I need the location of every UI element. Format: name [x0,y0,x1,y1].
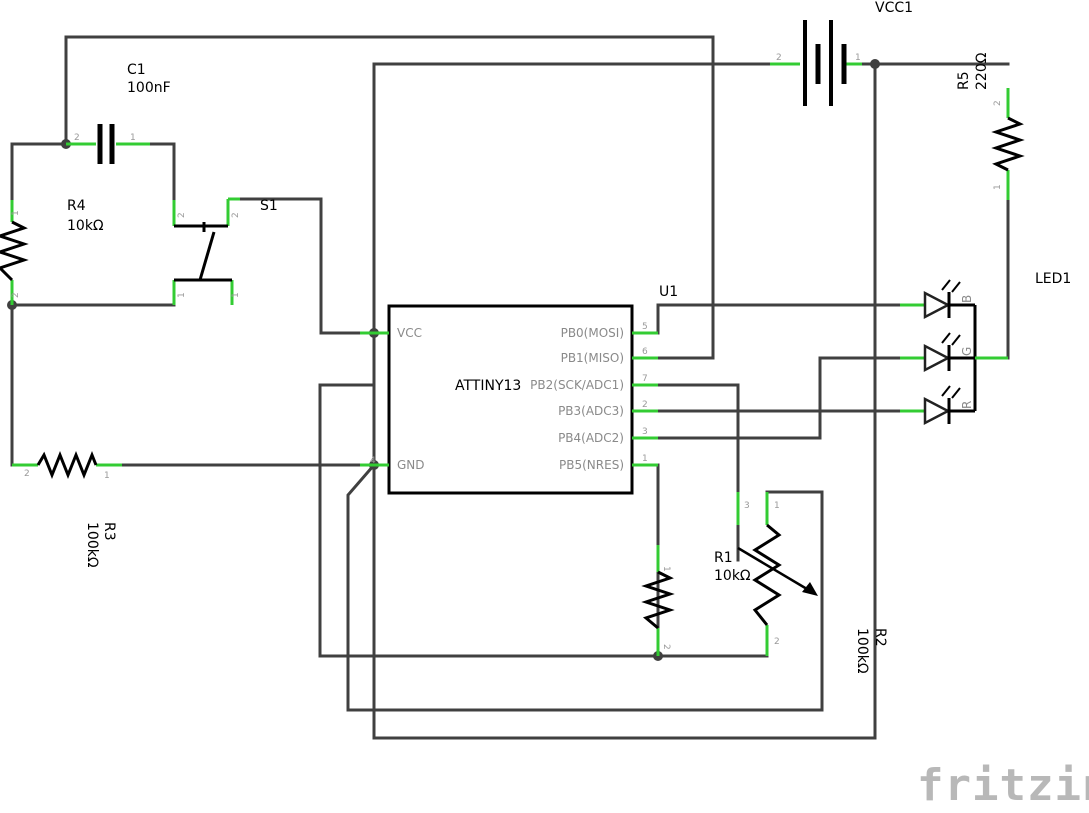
pin-number: 2 [177,212,187,218]
pin-pb1-label: PB1(MISO) [561,351,624,365]
pin-number: 4 [370,456,376,466]
pin-pb5-label: PB5(NRES) [559,458,624,472]
pin-number: 2 [74,133,80,143]
pin-gnd-label: GND [397,458,425,472]
r3-ref-label: R3 [101,522,117,541]
pin-number: 7 [642,374,648,384]
pin-number: 1 [130,133,136,143]
r1-value-label: 10kΩ [714,568,751,584]
pin-pb5[interactable]: PB5(NRES) 1 [559,454,658,472]
pin-number: 1 [11,210,21,216]
wire-gnd-pot [346,462,824,712]
wire-pb5-r2 [630,463,660,658]
u1-part-label: ATTINY13 [455,378,521,394]
resistor-r4[interactable]: 1 2 R4 10kΩ [0,198,104,305]
pin-pb2-label: PB2(SCK/ADC1) [530,378,624,392]
led-channel-b: B [900,279,975,320]
wire-pb0-ledb [630,303,927,335]
r5-ref-label: R5 [956,71,972,90]
fritzing-logo: fritzing [917,760,1089,811]
pin-pb3-label: PB3(ADC3) [558,404,624,418]
pin-number: 1 [177,292,187,298]
pin-number: 3 [642,427,648,437]
r5-value-label: 220Ω [974,52,990,90]
ic-u1[interactable]: U1 ATTINY13 VCC GND 4 PB0(MOSI) 5 PB1(MI… [360,284,678,495]
led-b-label: B [960,295,974,303]
junction-dot [870,59,880,69]
pin-number: 6 [642,347,648,357]
pin-pb2[interactable]: PB2(SCK/ADC1) 7 [530,374,658,392]
wire-s1-vcc [238,197,376,335]
vcc1-ref-label: VCC1 [875,0,913,16]
led-led1[interactable]: LED1 B G R [900,271,1071,426]
switch-s1[interactable]: 2 2 1 1 S1 [172,197,278,305]
pin-number: 2 [11,292,21,298]
pin-number: 1 [104,471,110,481]
led-channel-g: G [900,332,975,373]
led-g-label: G [960,347,974,356]
r4-ref-label: R4 [67,198,86,214]
pin-pb0[interactable]: PB0(MOSI) 5 [561,322,658,340]
pin-number: 1 [993,184,1003,190]
r4-value-label: 10kΩ [67,218,104,234]
resistor-r5[interactable]: 2 1 R5 220Ω [956,52,1025,200]
pin-number: 2 [774,637,780,647]
pin-number: 1 [231,292,241,298]
pin-number: 2 [993,100,1003,106]
resistor-r3[interactable]: 2 1 R3 100kΩ [12,450,122,568]
wire-c1-r4 [10,142,82,202]
wire-vcc-down [372,62,877,740]
led-channel-r: R [900,385,975,426]
wire-gnd-loop [318,383,769,658]
wire-pb4-ledg [630,356,927,440]
r2-ref-label: R2 [872,628,888,647]
potentiometer-r1[interactable]: 3 1 2 R1 10kΩ [714,492,818,656]
pin-number: 2 [776,53,782,63]
wire-c1-s1 [148,142,176,202]
capacitor-c1[interactable]: 2 1 C1 100nF [66,62,171,164]
wire-vcc-rail [372,62,772,335]
led-r-label: R [960,401,974,409]
pin-number: 2 [24,469,30,479]
s1-ref-label: S1 [260,198,278,214]
led1-ref-label: LED1 [1035,271,1071,287]
wire-r4-r3 [10,303,32,467]
u1-ref-label: U1 [659,284,678,300]
pin-number: 1 [642,454,648,464]
resistor-r2[interactable]: 1 2 R2 100kΩ [641,545,888,674]
ic-body [387,304,634,495]
wire-c1-pb1 [64,35,715,360]
pin-vcc-label: VCC [397,326,422,340]
pin-pb1[interactable]: PB1(MISO) 6 [561,347,658,365]
r2-value-label: 100kΩ [854,628,870,674]
pin-number: 1 [855,53,861,63]
pin-pb4[interactable]: PB4(ADC2) 3 [558,427,658,445]
pin-pb0-label: PB0(MOSI) [561,326,624,340]
pin-pb3[interactable]: PB3(ADC3) 2 [558,400,658,418]
c1-value-label: 100nF [127,80,171,96]
pin-number: 1 [774,501,780,511]
pin-number: 3 [744,501,750,511]
pin-number: 1 [661,566,671,572]
pin-number: 2 [661,644,671,650]
pin-number: 2 [231,212,241,218]
pin-number: 2 [642,400,648,410]
r3-value-label: 100kΩ [84,522,100,568]
r1-ref-label: R1 [714,550,733,566]
pin-pb4-label: PB4(ADC2) [558,431,624,445]
wire-r5-led [973,198,1010,360]
pin-number: 5 [642,322,648,332]
c1-ref-label: C1 [127,62,146,78]
battery-vcc1[interactable]: 2 1 VCC1 [770,0,913,106]
